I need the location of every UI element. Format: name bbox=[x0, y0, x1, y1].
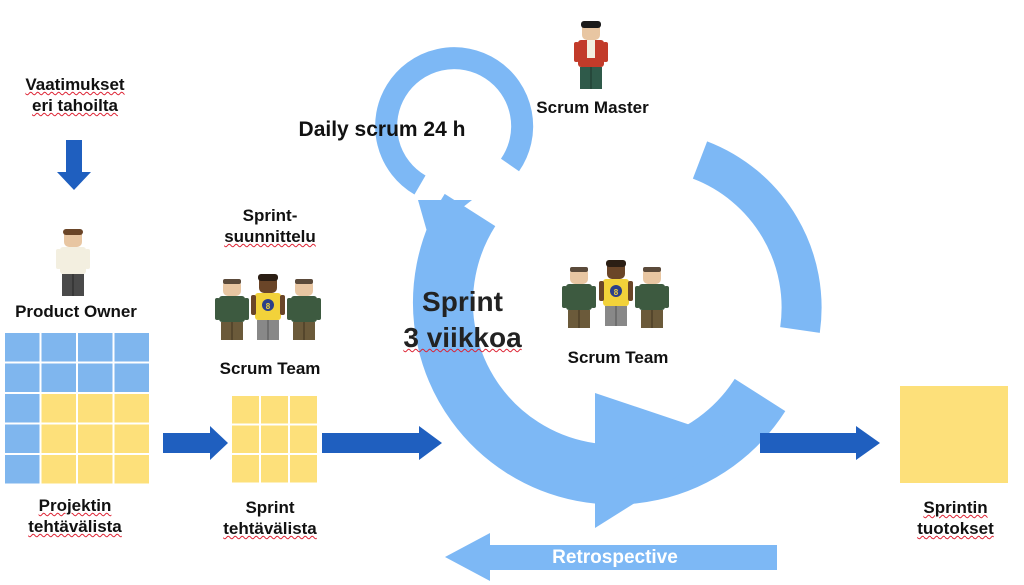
sprint-backlog-cell bbox=[232, 425, 259, 453]
backlog-cell bbox=[41, 333, 76, 362]
backlog-cell bbox=[78, 333, 113, 362]
sprint-label: Sprint 3 viikkoa bbox=[380, 284, 545, 356]
project-backlog-grid bbox=[5, 333, 149, 484]
project-backlog-line-1: Projektin bbox=[38, 496, 112, 515]
scrum-team-left-label: Scrum Team bbox=[219, 359, 321, 378]
retrospective-arrow-icon bbox=[445, 533, 777, 581]
retrospective-label: Retrospective bbox=[552, 547, 678, 568]
project-backlog-label: Projektin tehtävälista bbox=[5, 495, 145, 537]
backlog-cell bbox=[5, 394, 40, 423]
backlog-cell bbox=[41, 424, 76, 453]
team-figures-icon bbox=[214, 273, 322, 341]
sprint-backlog-line-1: Sprint bbox=[245, 498, 295, 517]
backlog-cell bbox=[114, 363, 149, 392]
backlog-cell bbox=[78, 455, 113, 484]
project-backlog-line-2: tehtävälista bbox=[28, 517, 122, 536]
backlog-cell bbox=[114, 455, 149, 484]
scrum-master-figure-icon bbox=[573, 20, 609, 90]
backlog-cell bbox=[78, 424, 113, 453]
requirements-line-2: eri tahoilta bbox=[32, 96, 118, 115]
sprint-backlog-cell bbox=[290, 455, 317, 483]
sprint-output-line-2: tuotokset bbox=[917, 519, 994, 538]
product-owner-figure-icon bbox=[55, 228, 91, 297]
sprint-planning-line-2: suunnittelu bbox=[224, 227, 316, 246]
backlog-cell bbox=[41, 394, 76, 423]
sprint-backlog-cell bbox=[232, 455, 259, 483]
backlog-cell bbox=[114, 333, 149, 362]
sprint-planning-label: Sprint- suunnittelu bbox=[210, 205, 330, 247]
backlog-cell bbox=[78, 363, 113, 392]
sprint-backlog-cell bbox=[232, 396, 259, 424]
sprint-backlog-label: Sprint tehtävälista bbox=[205, 497, 335, 539]
sprint-backlog-cell bbox=[290, 425, 317, 453]
sprint-backlog-cell bbox=[261, 425, 288, 453]
product-owner-label: Product Owner bbox=[15, 302, 137, 321]
backlog-cell bbox=[41, 455, 76, 484]
right-arrow-icon bbox=[322, 426, 442, 460]
backlog-cell bbox=[5, 424, 40, 453]
sprint-backlog-line-2: tehtävälista bbox=[223, 519, 317, 538]
sprint-output-label: Sprintin tuotokset bbox=[893, 497, 1018, 539]
sprint-planning-line-1: Sprint- bbox=[242, 206, 298, 225]
requirements-label: Vaatimukset eri tahoilta bbox=[10, 74, 140, 116]
team-figures-icon bbox=[561, 259, 670, 329]
daily-scrum-label: Daily scrum 24 h bbox=[298, 118, 466, 141]
scrum-team-center-label: Scrum Team bbox=[567, 348, 669, 367]
backlog-cell bbox=[5, 455, 40, 484]
right-arrow-icon bbox=[163, 426, 228, 460]
backlog-cell bbox=[78, 394, 113, 423]
sprint-backlog-cell bbox=[290, 396, 317, 424]
down-arrow-icon bbox=[57, 140, 91, 190]
daily-scrum-loop-arrow-icon bbox=[375, 47, 534, 235]
sprint-backlog-cell bbox=[261, 396, 288, 424]
sprint-output-block bbox=[900, 386, 1008, 483]
backlog-cell bbox=[5, 363, 40, 392]
backlog-cell bbox=[5, 333, 40, 362]
scrum-master-label: Scrum Master bbox=[536, 98, 649, 117]
sprint-cycle-arrow-icon bbox=[413, 141, 822, 528]
sprint-backlog-grid bbox=[232, 396, 317, 483]
sprint-line-2: 3 viikkoa bbox=[403, 322, 522, 353]
backlog-cell bbox=[114, 424, 149, 453]
backlog-cell bbox=[114, 394, 149, 423]
sprint-backlog-cell bbox=[261, 455, 288, 483]
right-arrow-icon bbox=[760, 426, 880, 460]
sprint-line-1: Sprint bbox=[422, 286, 503, 317]
sprint-output-line-1: Sprintin bbox=[923, 498, 988, 517]
requirements-line-1: Vaatimukset bbox=[25, 75, 125, 94]
backlog-cell bbox=[41, 363, 76, 392]
